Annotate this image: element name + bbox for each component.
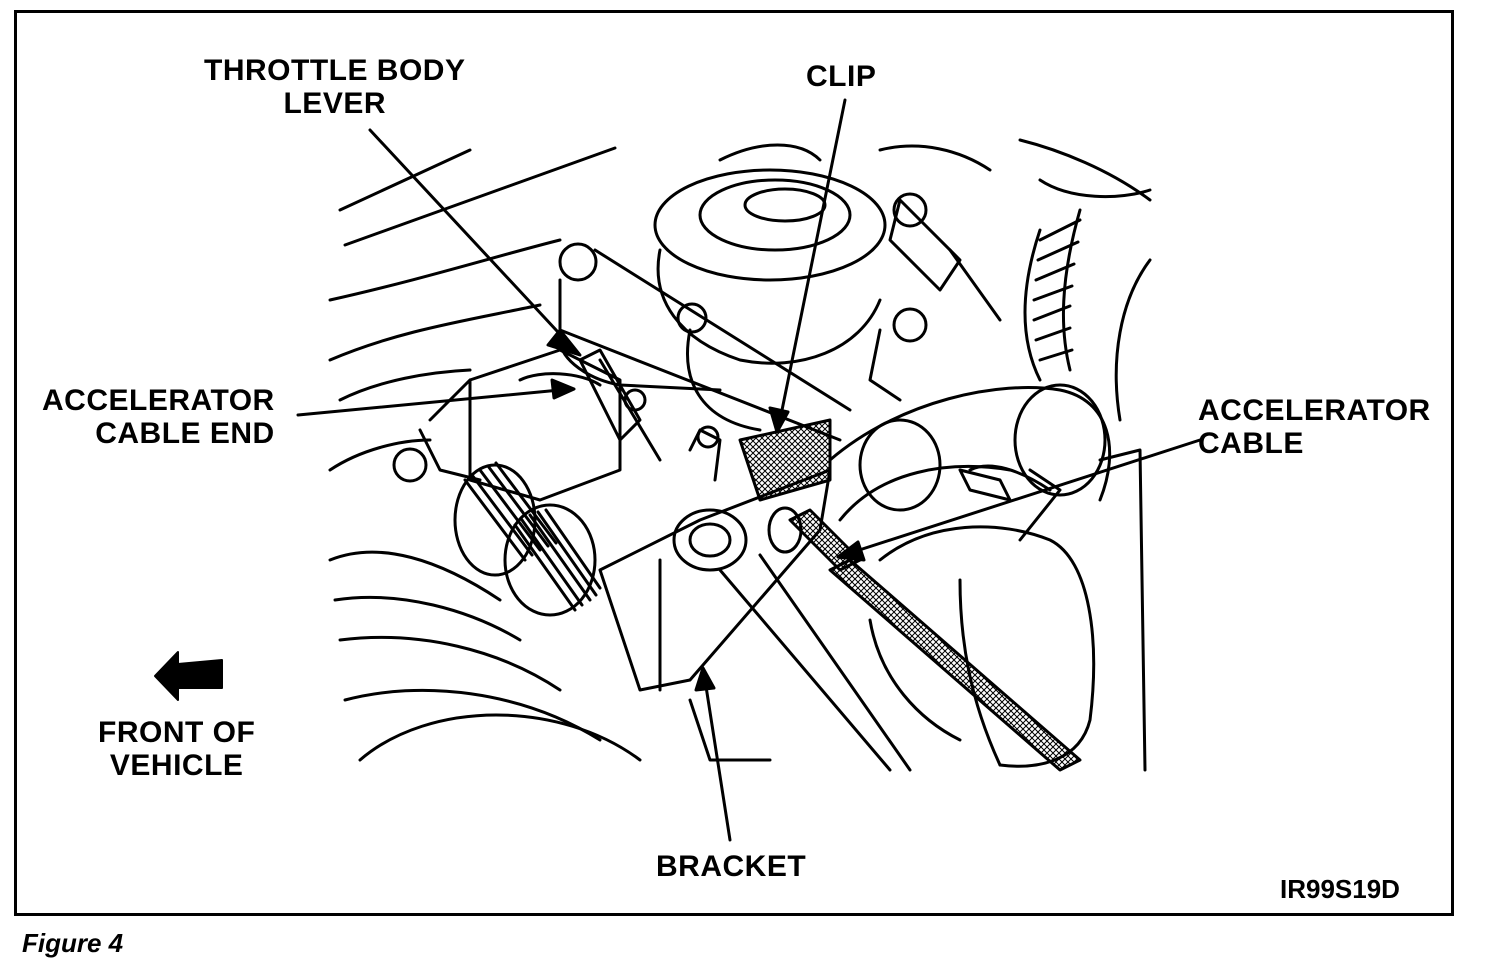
figure-code: IR99S19D — [1280, 874, 1400, 904]
label-bracket: BRACKET — [656, 850, 807, 883]
label-accelerator-cable-end: ACCELERATOR CABLE END — [42, 384, 275, 450]
label-front-of-vehicle: FRONT OF VEHICLE — [98, 716, 255, 782]
intake-hose — [828, 178, 1152, 772]
label-accelerator-cable-end-line1: ACCELERATOR — [42, 384, 275, 417]
throttle-lever-leader — [368, 128, 572, 347]
label-accelerator-cable-line1: ACCELERATOR — [1198, 394, 1431, 427]
cable-end-leader — [296, 388, 562, 417]
figure-caption: Figure 4 — [22, 928, 124, 958]
leader-lines — [296, 98, 1202, 842]
figure-frame — [14, 10, 1454, 916]
front-arrow-icon — [154, 651, 223, 701]
label-accelerator-cable: ACCELERATOR CABLE — [1198, 394, 1431, 460]
label-accelerator-cable-line2: CABLE — [1198, 427, 1304, 460]
label-clip: CLIP — [806, 60, 877, 93]
clip-leader — [778, 98, 847, 422]
label-throttle-body-lever-line1: THROTTLE BODY — [204, 54, 466, 87]
label-front-of-vehicle-line2: VEHICLE — [109, 749, 244, 782]
label-throttle-body-lever-line2: LEVER — [283, 87, 387, 120]
cable-leader — [848, 438, 1202, 555]
return-springs — [453, 461, 602, 617]
label-front-of-vehicle-line1: FRONT OF — [98, 716, 256, 749]
cable-bracket — [598, 418, 912, 772]
accelerator-cable — [767, 464, 1082, 772]
bracket-leader — [703, 678, 732, 842]
valve-housing — [653, 168, 1002, 432]
label-accelerator-cable-end-line2: CABLE END — [95, 417, 275, 450]
label-throttle-body-lever: THROTTLE BODY LEVER — [204, 54, 466, 120]
engine-bay-lines — [328, 138, 1152, 762]
